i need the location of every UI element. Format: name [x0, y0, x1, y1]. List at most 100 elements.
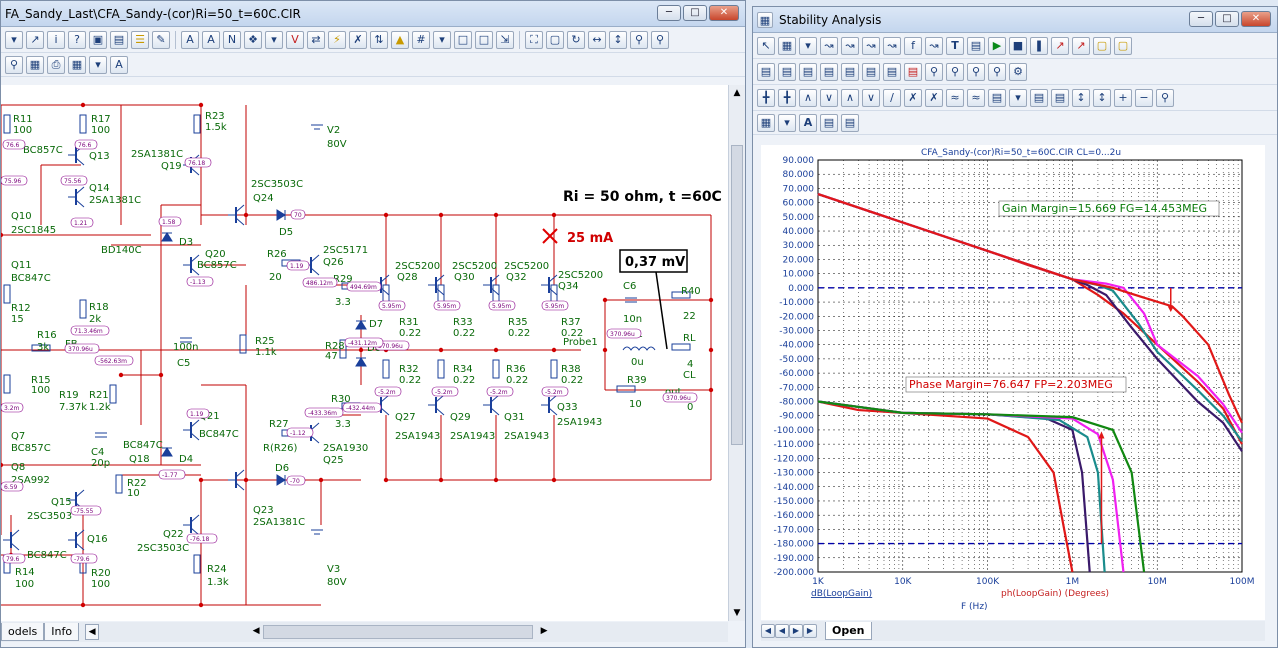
copy-icon[interactable]: ▦ — [778, 36, 796, 55]
peak-icon[interactable]: ∧ — [799, 88, 817, 107]
zoom-out-icon[interactable]: ⚲ — [946, 62, 964, 81]
zoom-minus-icon[interactable]: − — [1135, 88, 1153, 107]
copy-format-icon[interactable]: ▤ — [820, 113, 838, 132]
info-icon[interactable]: i — [47, 30, 65, 49]
pin-icon[interactable]: ⇅ — [370, 30, 388, 49]
valley-icon[interactable]: ∨ — [820, 88, 838, 107]
graph3-icon[interactable]: ↝ — [862, 36, 880, 55]
pause-icon[interactable]: ❚ — [1030, 36, 1048, 55]
properties-icon[interactable]: ▤ — [967, 36, 985, 55]
wave2-icon[interactable]: ≈ — [967, 88, 985, 107]
wire-icon[interactable]: ↗ — [26, 30, 44, 49]
cross-icon[interactable]: ✗ — [904, 88, 922, 107]
tab-models[interactable]: odels — [1, 623, 45, 641]
select-arrow-icon[interactable]: ↖ — [757, 36, 775, 55]
rotate-icon[interactable]: ↻ — [567, 30, 585, 49]
tab-scroll-icon[interactable]: ◀ — [85, 624, 100, 640]
table-icon[interactable]: ▤ — [1030, 88, 1048, 107]
cross-icon[interactable]: ✗ — [349, 30, 367, 49]
font-icon[interactable]: A — [110, 55, 128, 74]
flip-v-icon[interactable]: ↕ — [609, 30, 627, 49]
stop-icon[interactable]: ■ — [1009, 36, 1027, 55]
graph2-icon[interactable]: ↝ — [841, 36, 859, 55]
dropdown-icon[interactable]: ▾ — [265, 30, 283, 49]
clipboard-dropdown-icon[interactable]: ▾ — [1009, 88, 1027, 107]
find-icon[interactable]: ⚲ — [630, 30, 648, 49]
paste-format-icon[interactable]: ▤ — [841, 113, 859, 132]
copy-dropdown-icon[interactable]: ▾ — [799, 36, 817, 55]
text-tool-icon[interactable]: T — [946, 36, 964, 55]
zoom-box-icon[interactable]: ⚲ — [1156, 88, 1174, 107]
layout6-icon[interactable]: ▤ — [862, 62, 880, 81]
scroll-down-icon[interactable]: ▼ — [733, 608, 741, 618]
run-icon[interactable]: ▶ — [988, 36, 1006, 55]
edit-icon[interactable]: ✎ — [152, 30, 170, 49]
warning-icon[interactable]: ▲ — [391, 30, 409, 49]
page2-icon[interactable]: □ — [475, 30, 493, 49]
expression-icon[interactable]: ↝ — [925, 36, 943, 55]
lightning-icon[interactable]: ⚡ — [328, 30, 346, 49]
settings-icon[interactable]: ⚙ — [1009, 62, 1027, 81]
scroll-up-icon[interactable]: ▲ — [733, 88, 741, 98]
grid-icon[interactable]: # — [412, 30, 430, 49]
voltage-probe-icon[interactable]: V — [286, 30, 304, 49]
layout1-icon[interactable]: ▤ — [757, 62, 775, 81]
hscroll-right-icon[interactable]: ▶ — [540, 626, 548, 636]
next-tab-icon[interactable]: ▶ — [789, 624, 803, 638]
page-icon[interactable]: □ — [454, 30, 472, 49]
list-icon[interactable]: ☰ — [131, 30, 149, 49]
axis2-icon[interactable]: ↕ — [1093, 88, 1111, 107]
box-icon[interactable]: ▢ — [546, 30, 564, 49]
layout8-icon[interactable]: ▤ — [904, 62, 922, 81]
marker2-icon[interactable]: ╋ — [778, 88, 796, 107]
schematic-vscroll[interactable]: ▲ ▼ — [728, 85, 745, 621]
cross2-icon[interactable]: ✗ — [925, 88, 943, 107]
color-palette-icon[interactable]: ▦ — [757, 113, 775, 132]
minimize-button[interactable]: ─ — [657, 5, 681, 21]
resize-icon[interactable]: ⇲ — [496, 30, 514, 49]
font-icon[interactable]: A — [799, 113, 817, 132]
scroll-thumb[interactable] — [731, 145, 743, 445]
first-tab-icon[interactable]: ◀ — [761, 624, 775, 638]
min-icon[interactable]: ∨ — [862, 88, 880, 107]
frame-icon[interactable]: ▢ — [1093, 36, 1111, 55]
layout5-icon[interactable]: ▤ — [841, 62, 859, 81]
print-icon[interactable]: ⎙ — [47, 55, 65, 74]
prev-tab-icon[interactable]: ◀ — [775, 624, 789, 638]
maximize-button[interactable]: □ — [1215, 11, 1239, 27]
find-next-icon[interactable]: ⚲ — [651, 30, 669, 49]
palette-dropdown-icon[interactable]: ▾ — [89, 55, 107, 74]
zoom-in-icon[interactable]: ⚲ — [925, 62, 943, 81]
layout7-icon[interactable]: ▤ — [883, 62, 901, 81]
zoom-fit-icon[interactable]: ⚲ — [967, 62, 985, 81]
hscroll-left-icon[interactable]: ◀ — [252, 626, 260, 636]
properties-icon[interactable]: ▤ — [110, 30, 128, 49]
max-icon[interactable]: ∧ — [841, 88, 859, 107]
flip-h-icon[interactable]: ↔ — [588, 30, 606, 49]
graph-icon[interactable]: ↝ — [820, 36, 838, 55]
layout3-icon[interactable]: ▤ — [799, 62, 817, 81]
current-arrow-icon[interactable]: ⇄ — [307, 30, 325, 49]
layout2-icon[interactable]: ▤ — [778, 62, 796, 81]
graph-text-icon[interactable]: A — [202, 30, 220, 49]
tab-open[interactable]: Open — [825, 622, 872, 640]
zoom-icon[interactable]: ⚲ — [5, 55, 23, 74]
axis-icon[interactable]: ↕ — [1072, 88, 1090, 107]
help-icon[interactable]: ? — [68, 30, 86, 49]
close-button[interactable]: ✕ — [1241, 11, 1271, 27]
zoom-plus-icon[interactable]: + — [1114, 88, 1132, 107]
cursor2-icon[interactable]: ↗ — [1072, 36, 1090, 55]
select-box-icon[interactable]: ⛶ — [525, 30, 543, 49]
component-icon[interactable]: ▣ — [89, 30, 107, 49]
pointer-dropdown-icon[interactable]: ▾ — [5, 30, 23, 49]
numeric-icon[interactable]: ▤ — [1051, 88, 1069, 107]
formula-icon[interactable]: f — [904, 36, 922, 55]
wave-icon[interactable]: ≈ — [946, 88, 964, 107]
cursor-icon[interactable]: ↗ — [1051, 36, 1069, 55]
palette-dropdown-icon[interactable]: ▾ — [778, 113, 796, 132]
clipboard-icon[interactable]: ▤ — [988, 88, 1006, 107]
frame2-icon[interactable]: ▢ — [1114, 36, 1132, 55]
close-button[interactable]: ✕ — [709, 5, 739, 21]
zoom-level-icon[interactable]: ▦ — [26, 55, 44, 74]
